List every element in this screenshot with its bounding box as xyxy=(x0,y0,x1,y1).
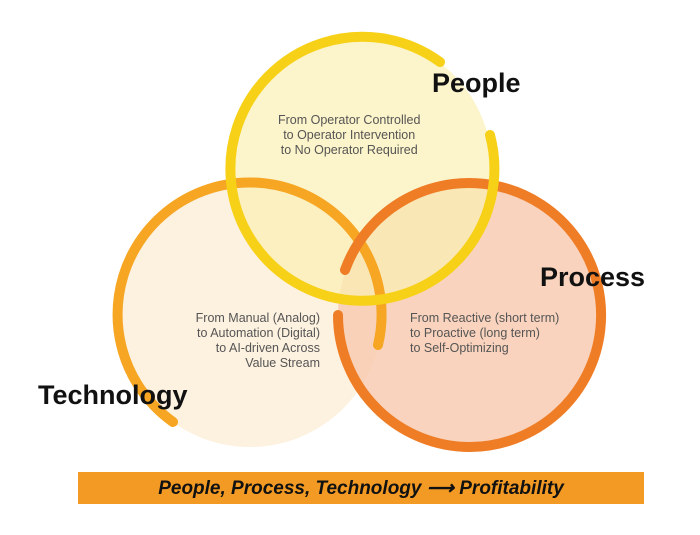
people-label: People xyxy=(432,68,521,98)
technology-circle-ring xyxy=(112,177,387,427)
process-label: Process xyxy=(540,262,646,292)
technology-line-3: to AI-driven Across xyxy=(215,341,320,355)
technology-line-4: Value Stream xyxy=(245,356,320,370)
process-circle-ring xyxy=(333,178,607,453)
technology-label: Technology xyxy=(38,380,188,410)
people-line-3: to No Operator Required xyxy=(280,143,418,157)
people-circle-ring xyxy=(225,31,500,306)
process-line-2: to Proactive (long term) xyxy=(410,326,540,340)
people-line-2: to Operator Intervention xyxy=(283,128,416,142)
process-line-3: to Self-Optimizing xyxy=(410,341,509,355)
technology-line-2: to Automation (Digital) xyxy=(197,326,320,340)
process-line-1: From Reactive (short term) xyxy=(410,311,560,325)
technology-description: From Manual (Analog) to Automation (Digi… xyxy=(180,311,320,371)
process-description: From Reactive (short term) to Proactive … xyxy=(410,311,559,356)
technology-line-1: From Manual (Analog) xyxy=(195,311,320,325)
people-line-1: From Operator Controlled xyxy=(278,113,421,127)
profitability-banner: People, Process, Technology ⟶ Profitabil… xyxy=(78,472,644,504)
people-description: From Operator Controlled to Operator Int… xyxy=(278,113,420,158)
venn-diagram xyxy=(112,31,607,453)
people-circle-fill xyxy=(228,36,492,300)
